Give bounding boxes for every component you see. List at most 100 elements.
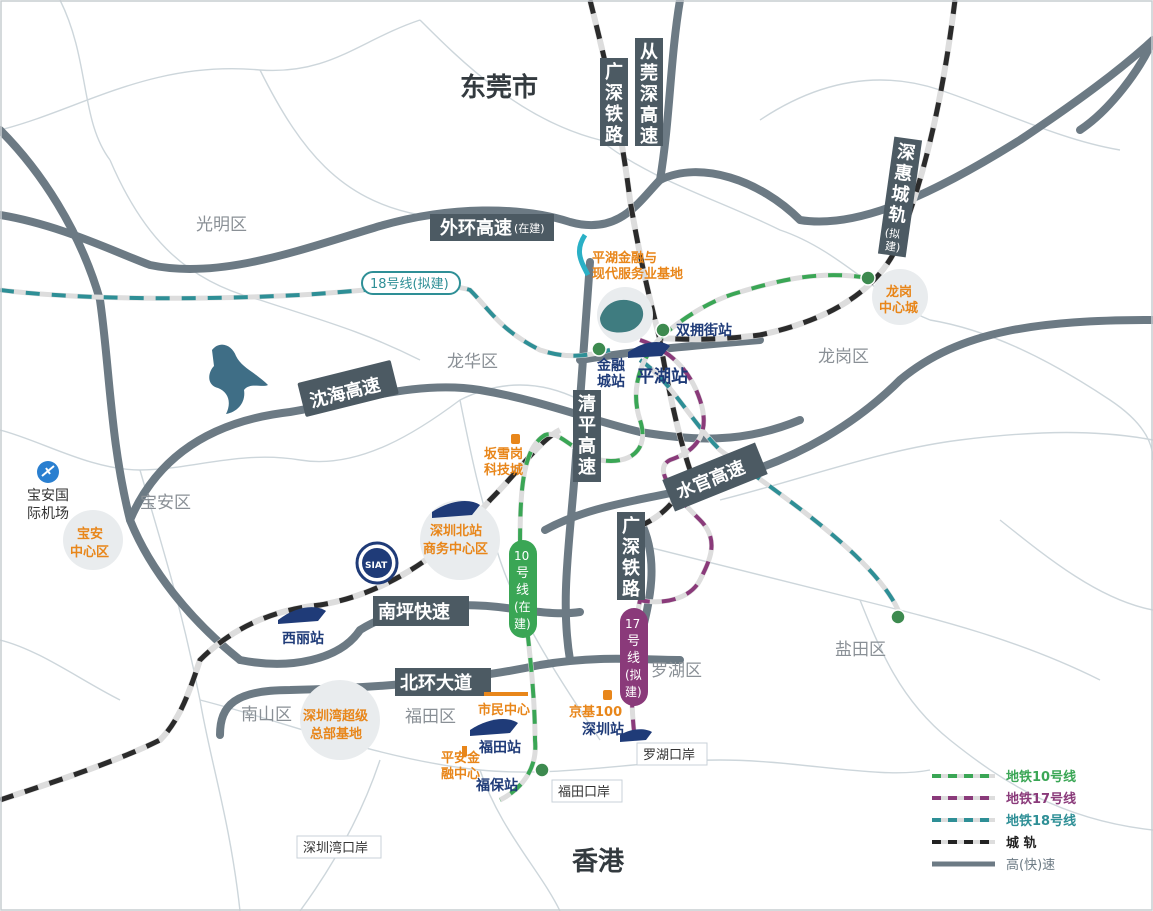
label-guangshen-rail-s-3: 铁 (622, 557, 640, 579)
label-waihuan-highway: 外环高速 (440, 217, 512, 239)
label-guangshen-rail-s-4: 路 (622, 578, 641, 600)
place-circles (63, 269, 928, 760)
label-futian-station: 福田站 (478, 739, 521, 756)
tag-line10-1: 10 (514, 549, 529, 563)
train-icon-pinghu (628, 342, 670, 358)
label-shenzhenwan-port: 深圳湾口岸 (303, 840, 368, 856)
legend-item-line18: 地铁18号线 (932, 813, 1076, 829)
station-labels: 双拥街站 金融 城站 平湖站 西丽站 福田站 福保站 深圳站 (282, 322, 732, 794)
highway-labels: 外环高速 (在建) 沈海高速 南坪快速 北环大道 水官高速 清 平 高 速 广 … (297, 38, 923, 696)
label-guangshen-rail-n-4: 路 (605, 124, 624, 146)
label-baoan: 宝安区 (140, 493, 191, 513)
label-airport-2: 际机场 (27, 506, 69, 522)
label-guangming: 光明区 (196, 215, 247, 235)
label-shenhui-3: 城 (890, 182, 911, 206)
label-sz-bay-hq-1: 深圳湾超级 (303, 708, 369, 724)
label-qingping-1: 清 (578, 394, 596, 415)
metro-icon-shuangyong (655, 322, 671, 338)
label-longgang: 龙岗区 (818, 347, 869, 367)
pinghu-base-icon (600, 299, 644, 333)
tag-line17-4: (拟 (625, 668, 642, 682)
label-guangshen-rail-n-1: 广 (605, 61, 623, 83)
label-dongguan: 东莞市 (460, 72, 538, 103)
metro-line-tags: 18号线(拟建) 10 号 线 (在 建) 17 号 线 (拟 建) (361, 271, 648, 706)
label-guangshen-rail-n-3: 铁 (605, 103, 623, 125)
label-pinghu-station: 平湖站 (637, 366, 688, 387)
siat-logo-text: SIAT (365, 561, 388, 571)
label-congguan-1: 从 (640, 42, 658, 63)
tag-line10-4: (在 (514, 600, 531, 614)
label-guangshen-rail-s-1: 广 (622, 515, 640, 537)
label-shenhui-5: (拟 (884, 225, 901, 241)
label-bantian-1: 坂雪岗 (484, 446, 523, 462)
place-labels: 平湖金融与 现代服务业基地 龙岗 中心城 坂雪岗 科技城 深圳北站 商务中心区 … (70, 250, 918, 782)
label-sz-north-cbd-2: 商务中心区 (423, 541, 488, 557)
legend-item-line17: 地铁17号线 (932, 791, 1076, 807)
label-pinghu-finance-2: 现代服务业基地 (592, 266, 683, 282)
reservoir-lake (209, 344, 268, 414)
metro-icon-longgang (860, 270, 876, 286)
metro-icon-futian-port (534, 762, 550, 778)
metro-icon-jinrongcheng (591, 341, 607, 357)
label-congguan-3: 深 (640, 83, 658, 105)
label-kingkey: 京基100 (569, 704, 622, 720)
legend-item-highway: 高(快)速 (932, 857, 1055, 873)
legend: 地铁10号线 地铁17号线 地铁18号线 城 轨 高(快)速 (932, 769, 1076, 873)
label-beihuan-avenue: 北环大道 (400, 672, 472, 694)
label-sz-bay-hq-2: 总部基地 (310, 726, 362, 742)
metro-station-markers (534, 270, 906, 778)
label-shenzhen-station: 深圳站 (582, 721, 624, 738)
label-pingan-2: 融中心 (441, 766, 480, 782)
label-shenhui-1: 深 (896, 140, 917, 164)
label-futian: 福田区 (405, 707, 456, 727)
label-luohu-port: 罗湖口岸 (643, 748, 695, 763)
label-fubao-station: 福保站 (475, 777, 518, 794)
label-baoan-center-2: 中心区 (70, 544, 109, 560)
label-guangshen-rail-s-2: 深 (622, 536, 640, 558)
label-yantian: 盐田区 (835, 640, 886, 660)
label-sz-north-cbd-1: 深圳北站 (430, 523, 482, 539)
pingan-tower-icon (462, 746, 467, 756)
label-shenhui-4: 轨 (887, 203, 908, 227)
label-longgang-center-2: 中心城 (879, 300, 918, 316)
legend-item-line10: 地铁10号线 (932, 769, 1076, 785)
label-jinrongcheng-2: 城站 (597, 373, 625, 390)
label-shuangyong-station: 双拥街站 (676, 322, 732, 339)
label-qingping-3: 高 (578, 435, 596, 457)
tag-line10-5: 建) (514, 617, 531, 631)
label-congguan-4: 高 (640, 104, 658, 126)
label-airport-1: 宝安国 (27, 488, 69, 504)
label-waihuan-note: (在建) (514, 221, 545, 235)
tag-line10-2: 号 (516, 566, 529, 581)
tag-line10-3: 线 (516, 583, 529, 598)
tag-line17-3: 线 (627, 651, 640, 666)
legend-label-highway: 高(快)速 (1006, 857, 1055, 873)
label-shenhui-6: 建) (884, 238, 901, 254)
label-qingping-2: 平 (578, 415, 596, 436)
airport-icon-plane (41, 465, 55, 477)
label-pingan-1: 平安金 (441, 750, 481, 766)
train-icon-xili (278, 607, 326, 624)
region-labels: 东莞市 香港 光明区 龙华区 龙岗区 宝安区 南山区 福田区 罗湖区 盐田区 (140, 72, 886, 877)
port-labels: 罗湖口岸 福田口岸 深圳湾口岸 (296, 742, 708, 859)
label-futian-port: 福田口岸 (558, 785, 610, 800)
label-longgang-center-1: 龙岗 (886, 284, 912, 300)
label-luohu: 罗湖区 (651, 661, 702, 681)
kingkey-building-icon (603, 690, 612, 700)
label-nanping-expressway: 南坪快速 (378, 601, 450, 623)
tag-line17-1: 17 (625, 617, 640, 631)
train-icons (278, 342, 670, 742)
label-hongkong: 香港 (572, 847, 625, 877)
train-icon-shenzhen (620, 729, 652, 742)
legend-label-rail: 城 轨 (1006, 835, 1037, 851)
label-xili-station: 西丽站 (282, 630, 324, 647)
label-congguan-2: 莞 (640, 63, 658, 84)
label-bantian-2: 科技城 (484, 462, 523, 478)
tag-line17-2: 号 (627, 634, 640, 649)
label-qingping-4: 速 (578, 456, 596, 478)
tag-line18: 18号线(拟建) (370, 277, 449, 292)
